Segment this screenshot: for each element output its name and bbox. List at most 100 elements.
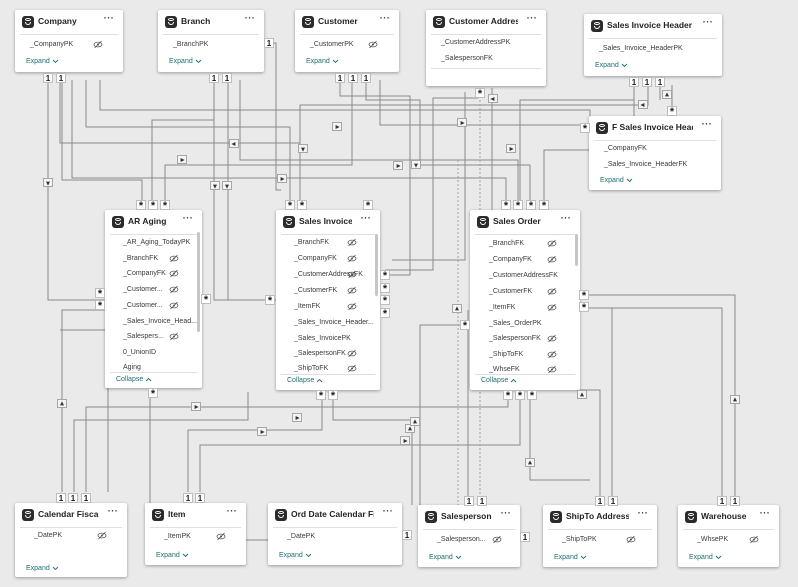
field-row[interactable]: _WhseFK	[470, 363, 570, 378]
more-options-icon[interactable]: ···	[702, 17, 714, 27]
more-options-icon[interactable]: ···	[226, 506, 238, 516]
table-card-customer[interactable]: Customer ··· _CustomerPK Expand	[295, 10, 399, 72]
expand-toggle[interactable]: Expand	[600, 177, 633, 184]
card-header[interactable]: ShipTo Address ···	[543, 505, 657, 529]
table-card-sales-order[interactable]: Sales Order ··· _BranchFK _CompanyFK _Cu…	[470, 210, 580, 390]
field-row[interactable]: _Customer...	[105, 299, 192, 314]
more-options-icon[interactable]: ···	[637, 508, 649, 518]
collapse-toggle[interactable]: Collapse	[481, 377, 517, 384]
field-row[interactable]: _DatePK	[15, 529, 117, 544]
eye-hidden-icon[interactable]	[93, 40, 103, 49]
card-header[interactable]: Item ···	[145, 503, 246, 527]
eye-hidden-icon[interactable]	[347, 270, 357, 279]
expand-toggle[interactable]: Expand	[156, 552, 189, 559]
eye-hidden-icon[interactable]	[347, 349, 357, 358]
field-row[interactable]: Aging	[105, 361, 192, 376]
eye-hidden-icon[interactable]	[547, 239, 557, 248]
eye-hidden-icon[interactable]	[547, 334, 557, 343]
field-row[interactable]: _BranchFK	[470, 237, 570, 252]
eye-hidden-icon[interactable]	[492, 535, 502, 544]
card-header[interactable]: Sales Invoice Header ···	[584, 14, 722, 38]
field-row[interactable]: _CompanyFK	[276, 252, 370, 267]
field-row[interactable]: _Sales_OrderPK	[470, 317, 570, 332]
table-card-branch[interactable]: Branch ··· _BranchPK Expand	[158, 10, 264, 72]
more-options-icon[interactable]: ···	[360, 213, 372, 223]
table-card-ar-aging[interactable]: AR Aging ··· _AR_Aging_TodayPK _BranchFK…	[105, 210, 202, 388]
table-card-warehouse[interactable]: Warehouse ··· _WhsePK Expand	[678, 505, 779, 567]
expand-toggle[interactable]: Expand	[595, 62, 628, 69]
eye-hidden-icon[interactable]	[547, 255, 557, 264]
field-row[interactable]: _CompanyPK	[15, 38, 113, 53]
field-row[interactable]: _AR_Aging_TodayPK	[105, 236, 192, 251]
field-row[interactable]: _CustomerAddressFK	[470, 269, 570, 284]
eye-hidden-icon[interactable]	[169, 285, 179, 294]
eye-hidden-icon[interactable]	[347, 364, 357, 373]
field-row[interactable]: _ItemPK	[145, 530, 236, 545]
eye-hidden-icon[interactable]	[547, 365, 557, 374]
table-card-shipto-address[interactable]: ShipTo Address ··· _ShipToPK Expand	[543, 505, 657, 567]
field-row[interactable]: _CustomerFK	[276, 284, 370, 299]
scrollbar[interactable]	[197, 232, 200, 332]
field-row[interactable]: _Salespers...	[105, 330, 192, 345]
scrollbar[interactable]	[375, 234, 378, 296]
card-header[interactable]: Salesperson ···	[418, 505, 520, 529]
more-options-icon[interactable]: ···	[103, 13, 115, 23]
eye-hidden-icon[interactable]	[347, 238, 357, 247]
field-row[interactable]: _SalespersonFK	[470, 332, 570, 347]
field-row[interactable]: _Sales_Invoice_Head...	[105, 315, 197, 330]
field-row[interactable]: _BranchPK	[158, 38, 254, 53]
card-header[interactable]: Warehouse ···	[678, 505, 779, 529]
collapse-toggle[interactable]: Collapse	[116, 376, 152, 383]
field-row[interactable]: _CompanyFK	[470, 253, 570, 268]
table-card-calendar-fiscal[interactable]: Calendar Fiscal ··· _DatePK Expand	[15, 503, 127, 577]
card-header[interactable]: Branch ···	[158, 10, 264, 34]
more-options-icon[interactable]: ···	[500, 508, 512, 518]
more-options-icon[interactable]: ···	[382, 506, 394, 516]
field-row[interactable]: _Customer...	[105, 283, 192, 298]
more-options-icon[interactable]: ···	[379, 13, 391, 23]
eye-hidden-icon[interactable]	[169, 332, 179, 341]
expand-toggle[interactable]: Expand	[429, 554, 462, 561]
field-row[interactable]: _BranchFK	[276, 236, 370, 251]
expand-toggle[interactable]: Expand	[689, 554, 722, 561]
table-card-ord-date-calendar[interactable]: Ord Date Calendar Fis... ··· _DatePK Exp…	[268, 503, 402, 565]
field-row[interactable]: _CustomerAddressPK	[426, 36, 536, 51]
more-options-icon[interactable]: ···	[244, 13, 256, 23]
table-card-salesperson[interactable]: Salesperson ··· _Salesperson... Expand	[418, 505, 520, 567]
field-row[interactable]: _SalespersonFK	[426, 52, 536, 67]
card-header[interactable]: Sales Invoice ···	[276, 210, 380, 234]
eye-hidden-icon[interactable]	[97, 531, 107, 540]
eye-hidden-icon[interactable]	[626, 535, 636, 544]
field-row[interactable]: _CustomerPK	[295, 38, 389, 53]
field-row[interactable]: _SalespersonFK	[276, 347, 370, 362]
eye-hidden-icon[interactable]	[169, 301, 179, 310]
eye-hidden-icon[interactable]	[547, 350, 557, 359]
field-row[interactable]: _CustomerFK	[470, 285, 570, 300]
expand-toggle[interactable]: Expand	[306, 58, 339, 65]
field-row[interactable]: _Sales_Invoice_HeaderFK	[589, 158, 711, 173]
card-header[interactable]: Sales Order ···	[470, 210, 580, 234]
scrollbar[interactable]	[575, 234, 578, 266]
expand-toggle[interactable]: Expand	[169, 58, 202, 65]
table-card-item[interactable]: Item ··· _ItemPK Expand	[145, 503, 246, 565]
card-header[interactable]: Customer ···	[295, 10, 399, 34]
eye-hidden-icon[interactable]	[347, 286, 357, 295]
expand-toggle[interactable]: Expand	[26, 565, 59, 572]
field-row[interactable]: _CompanyFK	[589, 142, 711, 157]
field-row[interactable]: _Sales_Invoice_Header...	[276, 316, 374, 331]
card-header[interactable]: Calendar Fiscal ···	[15, 503, 127, 527]
table-card-f-sales-invoice-header[interactable]: F Sales Invoice Header ··· _CompanyFK _S…	[589, 116, 721, 190]
field-row[interactable]: 0_UnionID	[105, 346, 192, 361]
expand-toggle[interactable]: Expand	[554, 554, 587, 561]
more-options-icon[interactable]: ···	[701, 119, 713, 129]
eye-hidden-icon[interactable]	[216, 532, 226, 541]
card-header[interactable]: Company ···	[15, 10, 123, 34]
field-row[interactable]: _ShipToFK	[470, 348, 570, 363]
field-row[interactable]: _ItemFK	[470, 301, 570, 316]
eye-hidden-icon[interactable]	[169, 269, 179, 278]
eye-hidden-icon[interactable]	[347, 302, 357, 311]
more-options-icon[interactable]: ···	[182, 213, 194, 223]
eye-hidden-icon[interactable]	[547, 303, 557, 312]
card-header[interactable]: F Sales Invoice Header ···	[589, 116, 721, 140]
